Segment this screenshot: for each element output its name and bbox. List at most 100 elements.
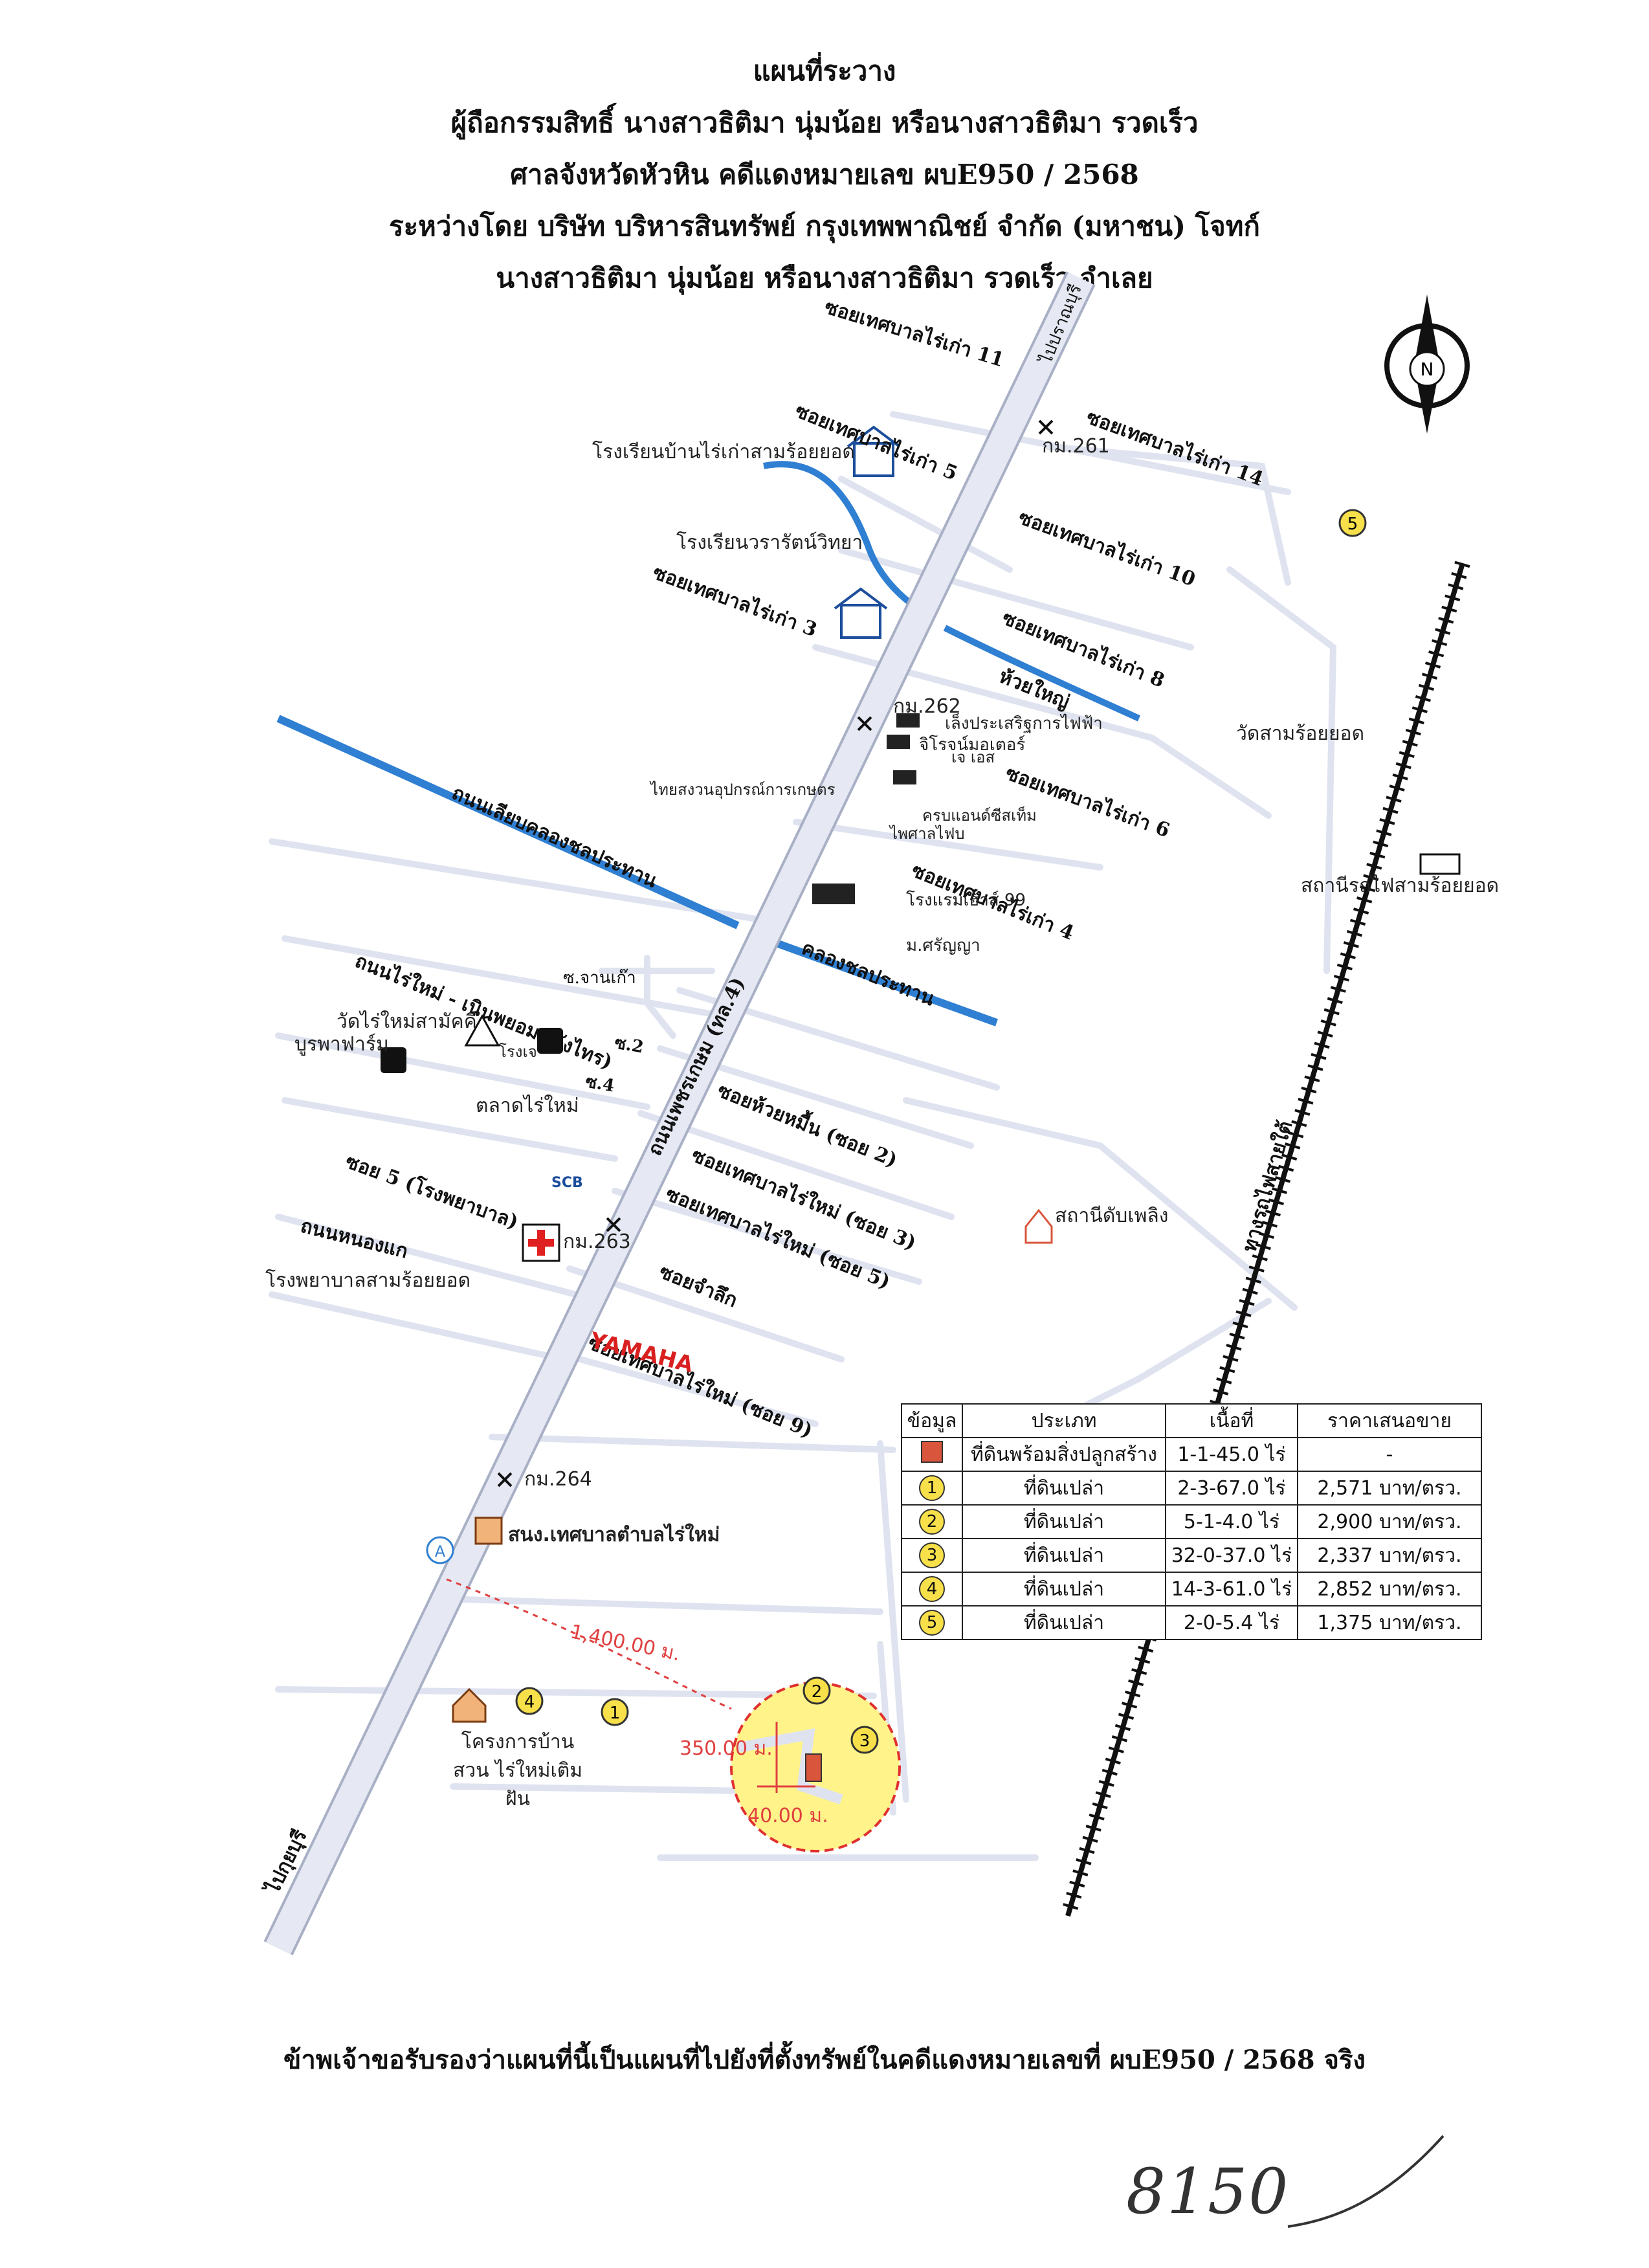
number-markers [515,509,1367,1754]
north-label: N [1421,359,1434,380]
row-price: 1,375 บาท/ตรว. [1297,1605,1482,1640]
table-header-row: ข้อมูล ประเภท เนื้อที่ ราคาเสนอขาย [901,1403,1482,1438]
canal-road-line [276,715,740,929]
place-resort: ม.ศรัญญา [906,936,980,955]
km-marker-icons [497,419,1054,1487]
marker-2 [802,1676,831,1705]
place-crab: ครบแอนด์ซีสเท็ม [922,806,1037,825]
place-temple-sam: วัดสามร้อยยอด [1236,722,1365,745]
shop-icons [812,713,920,904]
station-icon [1419,853,1461,875]
marker-badge: 1 [919,1475,945,1501]
place-shop-electric: เล็งประเสริฐการไฟฟ้า [945,714,1103,733]
municipal-icon [474,1517,503,1545]
place-burapha: บูรพาฟาร์ม [294,1033,389,1056]
creek-lower [943,625,1141,722]
place-school1: โรงเรียนบ้านไร่เก่าสามร้อยยอด [592,441,855,463]
row-price: 2,571 บาท/ตรว. [1297,1471,1482,1506]
parcel-square-icon [921,1441,943,1463]
row-price: - [1297,1437,1482,1472]
km-label-262: กม.262 [893,695,961,718]
distance-350: 350.00 ม. [680,1737,773,1760]
km-label-263: กม.263 [563,1230,631,1253]
row-marker: 4 [901,1572,963,1606]
village-icon [452,1687,487,1723]
row-price: 2,337 บาท/ตรว. [1297,1538,1482,1573]
marker-badge: 4 [919,1576,945,1602]
row-area: 32-0-37.0 ไร่ [1165,1538,1298,1573]
row-type: ที่ดินเปล่า [962,1471,1166,1506]
table-row: 4 ที่ดินเปล่า 14-3-61.0 ไร่ 2,852 บาท/ตร… [901,1572,1482,1606]
row-type: ที่ดินเปล่า [962,1572,1166,1606]
road-label-soi4: ซ.4 [584,1072,616,1096]
property-parcel [805,1753,822,1782]
point-a-label: A [435,1542,446,1561]
highway [266,272,1093,1955]
marker-4-label: 4 [524,1693,535,1712]
row-price: 2,852 บาท/ตรว. [1297,1572,1482,1606]
place-station: สถานีรถไฟสามร้อยยอด [1301,874,1500,897]
marker-1-label: 1 [610,1704,621,1723]
marker-badge: 5 [919,1610,945,1636]
place-municipal: สนง.เทศบาลตำบลไร่ใหม่ [508,1524,720,1546]
camp-icons [381,1028,563,1073]
canal-line [762,935,999,1027]
row-type: ที่ดินเปล่า [962,1605,1166,1640]
road-label-soi-chan: ซ.จานเก๊า [563,968,636,988]
place-school2: โรงเรียนวรารัตน์วิทยา [676,531,863,554]
marker-3-label: 3 [859,1731,870,1751]
school-icons [834,425,901,639]
table-row: 2 ที่ดินเปล่า 5-1-4.0 ไร่ 2,900 บาท/ตรว. [901,1504,1482,1539]
row-marker: 2 [901,1504,963,1539]
place-village: โครงการบ้านสวน ไร่ใหม่เติมฝัน [452,1731,583,1810]
header-type: ประเภท [962,1403,1166,1438]
property-table: ข้อมูล ประเภท เนื้อที่ ราคาเสนอขาย ที่ดิ… [901,1403,1482,1640]
marker-4 [515,1687,544,1715]
place-agri: ไทยสงวนอุปกรณ์การเกษตร [650,781,836,799]
title-line-4: ระหว่างโดย บริษัท บริหารสินทรัพย์ กรุงเท… [389,210,1260,242]
handwritten-note: 8150 [1126,2155,1290,2228]
title-line-5: นางสาวธิติมา นุ่มน้อย หรือนางสาวธิติมา ร… [496,262,1153,294]
certification-text: ข้าพเจ้าขอรับรองว่าแผนที่นี้เป็นแผนที่ไป… [283,2045,1366,2075]
row-marker: 3 [901,1538,963,1573]
map-title: แผนที่ระวาง ผู้ถือกรรมสิทธิ์ นางสาวธิติม… [0,45,1649,304]
row-area: 2-3-67.0 ไร่ [1165,1471,1298,1506]
place-school-rong: โรงเจ [498,1043,537,1061]
title-line-1: แผนที่ระวาง [753,55,896,87]
row-area: 1-1-45.0 ไร่ [1165,1437,1298,1472]
distance-line-1400 [446,1578,732,1710]
header-price: ราคาเสนอขาย [1297,1403,1482,1438]
row-type: ที่ดินเปล่า [962,1538,1166,1573]
title-line-2: ผู้ถือกรรมสิทธิ์ นางสาวธิติมา นุ่มน้อย ห… [450,107,1199,139]
distance-40: 40.00 ม. [747,1805,828,1827]
marker-badge: 3 [919,1542,945,1568]
place-temple-raimai: วัดไร่ใหม่สามัคคี [337,1010,477,1033]
row-marker: 5 [901,1605,963,1640]
table-row: 3 ที่ดินเปล่า 32-0-37.0 ไร่ 2,337 บาท/ตร… [901,1538,1482,1573]
temple-icon [464,1014,500,1047]
km-label-264: กม.264 [524,1468,592,1491]
row-marker [901,1437,963,1472]
railway [1060,561,1470,1918]
marker-badge: 2 [919,1509,945,1535]
place-motor: จิโรจน์มอเตอร์ [919,735,1026,755]
km-label-261: กม.261 [1042,435,1110,458]
marker-5-label: 5 [1347,515,1358,534]
hospital-icon [522,1223,560,1262]
row-price: 2,900 บาท/ตรว. [1297,1504,1482,1539]
marker-2-label: 2 [812,1682,823,1702]
marker-5 [1338,509,1367,537]
signature-stroke [1287,2135,1444,2228]
place-js: เจ เอส [951,748,995,766]
place-hotel: โรงแรมเฮ้าส์ 99 [906,891,1026,910]
table-row: ที่ดินพร้อมสิ่งปลูกสร้าง 1-1-45.0 ไร่ - [901,1437,1482,1472]
row-type: ที่ดินพร้อมสิ่งปลูกสร้าง [962,1437,1166,1472]
row-area: 5-1-4.0 ไร่ [1165,1504,1298,1539]
row-area: 2-0-5.4 ไร่ [1165,1605,1298,1640]
header-area: เนื้อที่ [1165,1403,1298,1438]
row-marker: 1 [901,1471,963,1506]
header-info: ข้อมูล [901,1403,963,1438]
marker-3 [850,1726,879,1754]
row-type: ที่ดินเปล่า [962,1504,1166,1539]
table-row: 5 ที่ดินเปล่า 2-0-5.4 ไร่ 1,375 บาท/ตรว. [901,1605,1482,1640]
